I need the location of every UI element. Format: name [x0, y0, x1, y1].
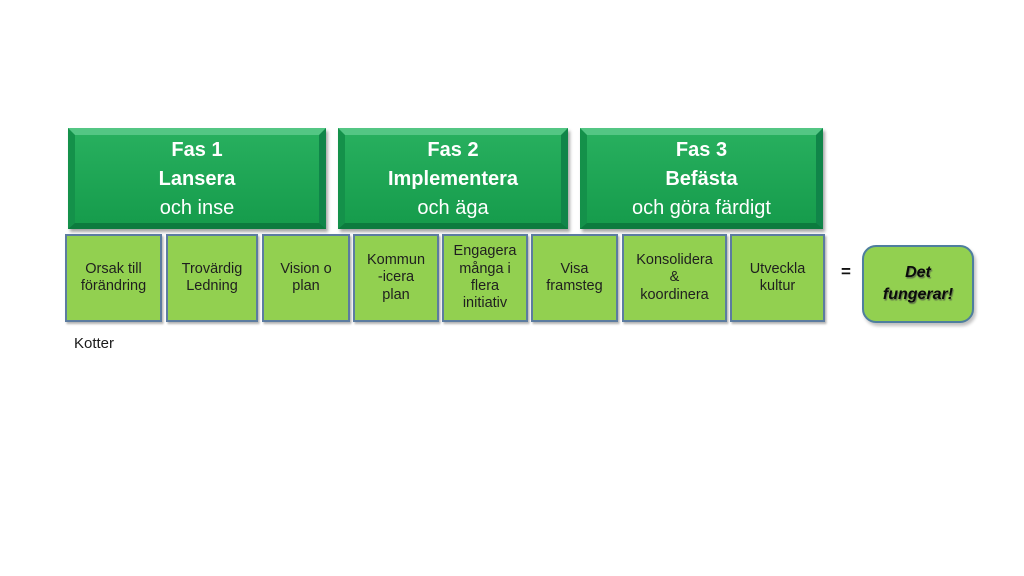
phase-1-title: Lansera: [158, 167, 236, 190]
step-box-orsak-till-forandring: Orsak till förändring: [65, 234, 162, 322]
step-box-kommunicera-plan: Kommun -icera plan: [353, 234, 439, 322]
step-box-trovardig-ledning: Trovärdig Ledning: [166, 234, 258, 322]
step-box-utveckla-kultur: Utveckla kultur: [730, 234, 825, 322]
phase-2-title: Implementera: [387, 167, 519, 190]
phase-box-fas-3: Fas 3 Befästa och göra färdigt: [580, 128, 823, 229]
step-box-konsolidera-koordinera: Konsolidera & koordinera: [622, 234, 727, 322]
step-box-engagera-manga: Engagera många i flera initiativ: [442, 234, 528, 322]
step-box-vision-o-plan: Vision o plan: [262, 234, 350, 322]
phase-1-subtitle: och inse: [159, 196, 235, 219]
equals-sign: =: [841, 262, 851, 281]
phase-3-title: Befästa: [665, 167, 738, 190]
phase-2-number: Fas 2: [427, 138, 479, 161]
phase-box-fas-1: Fas 1 Lansera och inse: [68, 128, 326, 229]
attribution-kotter: Kotter: [74, 335, 115, 352]
phase-box-fas-2: Fas 2 Implementera och äga: [338, 128, 568, 229]
phase-3-number: Fas 3: [675, 138, 728, 161]
result-box-det-fungerar: Det fungerar!: [862, 245, 974, 323]
phase-1-number: Fas 1: [171, 138, 223, 161]
step-box-visa-framsteg: Visa framsteg: [531, 234, 618, 322]
phase-3-subtitle: och göra färdigt: [632, 196, 771, 219]
phase-2-subtitle: och äga: [417, 196, 489, 219]
